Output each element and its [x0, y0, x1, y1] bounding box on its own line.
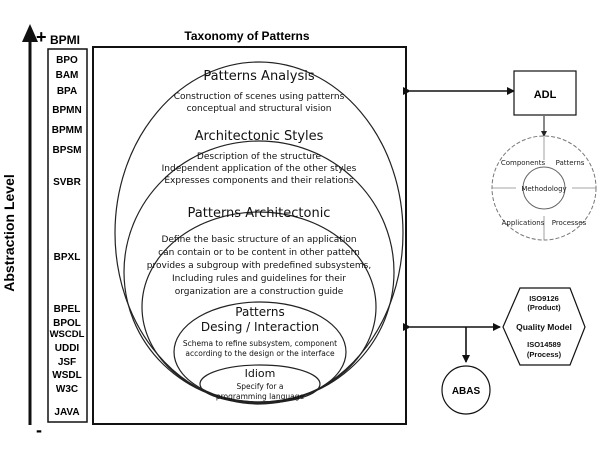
abas-label: ABAS	[452, 386, 481, 397]
layer-name-design-2: Desing / Interaction	[201, 320, 319, 334]
standard-bam: BAM	[56, 70, 79, 81]
standard-bpmi: BPMI	[50, 33, 80, 47]
standard-jsf: JSF	[58, 357, 76, 368]
layer-desc-design-1: Schema to refine subsystem, component	[183, 339, 337, 348]
standard-bpmm: BPMM	[52, 125, 83, 136]
puzzle-patterns: Patterns	[556, 159, 585, 167]
standard-svbr: SVBR	[53, 177, 82, 188]
layer-name-idiom: Idiom	[245, 367, 276, 380]
axis-plus: +	[36, 27, 47, 47]
standard-bpel: BPEL	[54, 304, 81, 315]
layer-desc-architectonic-4: Including rules and guidelines for their	[172, 274, 346, 284]
quality-product: (Product)	[527, 303, 561, 312]
layer-desc-styles-2: Independent application of the other sty…	[162, 164, 357, 174]
layer-desc-analysis-2: conceptual and structural vision	[187, 104, 332, 114]
diagram-title: Taxonomy of Patterns	[184, 29, 309, 43]
standard-uddi: UDDI	[55, 343, 80, 354]
axis-minus: -	[36, 420, 42, 440]
quality-model-hexagon	[502, 287, 586, 366]
layer-desc-architectonic-1: Define the basic structure of an applica…	[161, 235, 356, 245]
adl-label: ADL	[534, 89, 557, 101]
pattern-layers	[114, 61, 404, 405]
layer-name-styles: Architectonic Styles	[195, 129, 324, 144]
standard-wscdl: WSCDL	[50, 329, 85, 340]
layer-name-design-1: Patterns	[235, 305, 284, 319]
layer-desc-styles-3: Expresses components and their relations	[164, 176, 354, 186]
standard-w3c: W3C	[56, 384, 78, 395]
standard-wsdl: WSDL	[52, 370, 81, 381]
standards-list: BPMI BPO BAM BPA BPMN BPMM BPSM SVBR BPX…	[50, 33, 85, 418]
quality-iso14589: ISO14589	[527, 340, 561, 349]
quality-model-label: Quality Model	[516, 322, 572, 332]
standard-bpo: BPO	[56, 55, 78, 66]
layer-name-architectonic: Patterns Architectonic	[188, 206, 331, 221]
quality-iso9126: ISO9126	[529, 294, 559, 303]
layer-ellipse-idiom	[199, 364, 321, 404]
standard-bpa: BPA	[57, 86, 77, 97]
puzzle-processes: Processes	[552, 219, 587, 227]
layer-ellipse-design	[173, 301, 347, 403]
layer-desc-idiom-2: programming language	[216, 392, 305, 401]
adl-box	[513, 70, 577, 116]
standard-java: JAVA	[54, 407, 79, 418]
quality-process: (Process)	[527, 350, 562, 359]
methodology-puzzle: Components Patterns Methodology Applicat…	[491, 135, 597, 241]
connectors	[403, 87, 547, 363]
layer-desc-architectonic-2: can contain or to be content in other pa…	[158, 248, 360, 258]
abstraction-axis: Abstraction Level + -	[1, 24, 47, 440]
standard-bpol: BPOL	[53, 318, 81, 329]
puzzle-seams-icon	[492, 136, 596, 240]
pattern-layer-texts: Patterns Analysis Construction of scenes…	[147, 69, 371, 401]
layer-name-analysis: Patterns Analysis	[203, 69, 314, 84]
puzzle-center-icon	[522, 166, 566, 210]
layer-ellipse-analysis	[114, 61, 404, 405]
puzzle-components: Components	[501, 159, 546, 167]
puzzle-applications: Applications	[502, 219, 545, 227]
axis-arrow-up-icon	[22, 24, 38, 42]
standards-column	[47, 48, 88, 423]
puzzle-methodology: Methodology	[521, 185, 566, 193]
abas-circle	[441, 365, 491, 415]
layer-desc-analysis-1: Construction of scenes using patterns	[174, 92, 345, 102]
standard-bpmn: BPMN	[52, 105, 81, 116]
layer-desc-idiom-1: Specify for a	[237, 382, 284, 391]
standard-bpxl: BPXL	[54, 252, 81, 263]
layer-desc-architectonic-5: organization are a construction guide	[175, 287, 344, 297]
axis-label: Abstraction Level	[1, 174, 17, 291]
layer-desc-architectonic-3: provides a subgroup with predefined subs…	[147, 261, 371, 271]
layer-desc-design-2: according to the design or the interface	[185, 349, 335, 358]
standard-bpsm: BPSM	[53, 145, 82, 156]
layer-desc-styles-1: Description of the structure	[197, 152, 322, 162]
